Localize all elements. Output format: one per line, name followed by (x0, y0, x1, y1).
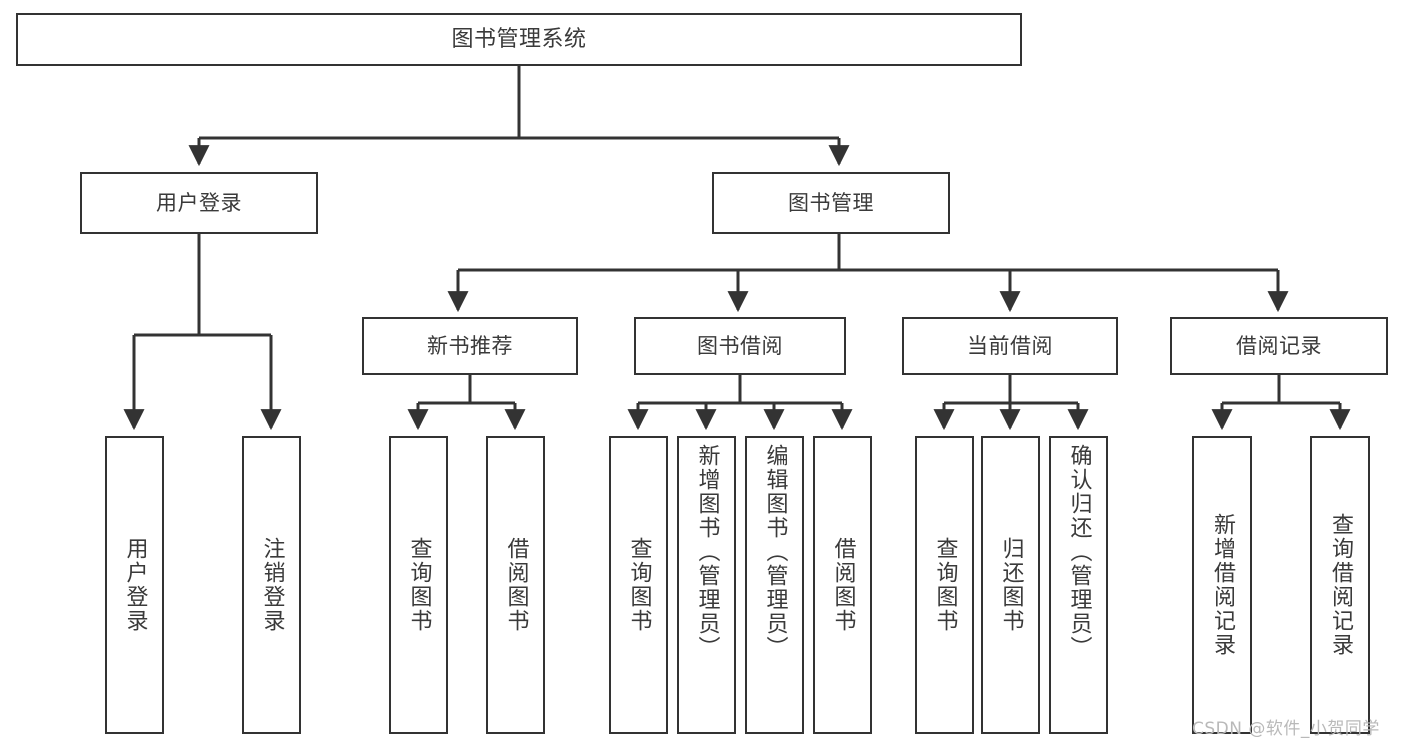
leaf-query-book-current[interactable]: 查询图书 (915, 436, 974, 734)
leaf-add-borrow-record[interactable]: 新增借阅记录 (1192, 436, 1252, 734)
node-label: 查询图书 (932, 537, 958, 633)
node-label: 用户登录 (156, 190, 242, 215)
leaf-add-book-admin[interactable]: 新增图书（管理员） (677, 436, 736, 734)
leaf-return-book[interactable]: 归还图书 (981, 436, 1040, 734)
leaf-confirm-return-admin[interactable]: 确认归还（管理员） (1049, 436, 1108, 734)
node-label: 借阅图书 (830, 537, 856, 633)
node-label: 当前借阅 (967, 333, 1053, 358)
node-label: 编辑图书（管理员） (762, 444, 788, 660)
node-label: 新增图书（管理员） (694, 444, 720, 660)
node-label: 归还图书 (998, 537, 1024, 633)
node-user-login[interactable]: 用户登录 (80, 172, 318, 234)
node-label: 注销登录 (259, 537, 285, 633)
node-book-management-system[interactable]: 图书管理系统 (16, 13, 1022, 66)
node-label: 借阅记录 (1236, 333, 1322, 358)
node-current-borrow[interactable]: 当前借阅 (902, 317, 1118, 375)
node-label: 查询图书 (406, 537, 432, 633)
csdn-watermark: CSDN @软件_小贺同学 (1192, 719, 1380, 739)
node-label: 借阅图书 (503, 537, 529, 633)
leaf-edit-book-admin[interactable]: 编辑图书（管理员） (745, 436, 804, 734)
leaf-query-borrow-record[interactable]: 查询借阅记录 (1310, 436, 1370, 734)
leaf-query-book-borrow[interactable]: 查询图书 (609, 436, 668, 734)
leaf-borrow-book-borrow[interactable]: 借阅图书 (813, 436, 872, 734)
node-label: 查询借阅记录 (1328, 513, 1353, 657)
node-book-borrow[interactable]: 图书借阅 (634, 317, 846, 375)
leaf-borrow-book-recommend[interactable]: 借阅图书 (486, 436, 545, 734)
leaf-query-book-recommend[interactable]: 查询图书 (389, 436, 448, 734)
node-label: 查询图书 (626, 537, 652, 633)
leaf-logout-login[interactable]: 注销登录 (242, 436, 301, 734)
node-book-management[interactable]: 图书管理 (712, 172, 950, 234)
node-label: 新书推荐 (427, 333, 513, 358)
node-label: 确认归还（管理员） (1066, 444, 1092, 660)
node-label: 新增借阅记录 (1210, 513, 1235, 657)
node-label: 图书管理系统 (451, 26, 587, 52)
node-label: 图书管理 (788, 190, 874, 215)
leaf-user-login[interactable]: 用户登录 (105, 436, 164, 734)
node-borrow-record[interactable]: 借阅记录 (1170, 317, 1388, 375)
node-new-book-recommend[interactable]: 新书推荐 (362, 317, 578, 375)
node-label: 用户登录 (122, 537, 148, 633)
node-label: 图书借阅 (697, 333, 783, 358)
